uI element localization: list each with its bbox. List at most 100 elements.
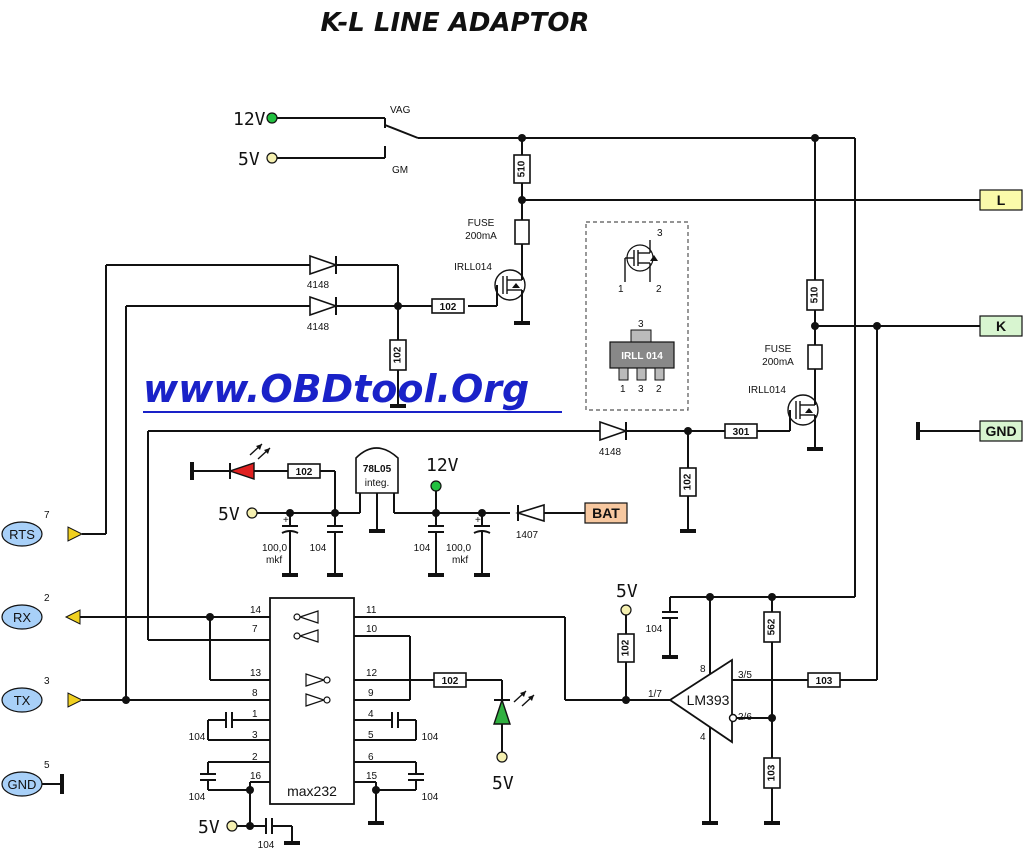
mosfet-k-label: IRLL014: [748, 385, 786, 396]
max-pin-7: 7: [252, 624, 258, 635]
supply-switch: 12V 5V VAG GM: [233, 105, 856, 597]
r103-feedback: 103: [816, 676, 833, 687]
max-pin-14: 14: [250, 605, 262, 616]
r102-led-green: 102: [442, 676, 459, 687]
lm393-label: LM393: [687, 692, 730, 708]
k-terminal: K: [979, 315, 1023, 337]
fuse-l-rating: 200mA: [465, 231, 497, 242]
pinout-box: 3 1 2 3 IRLL 014 1 3 2: [585, 221, 689, 411]
l-line-branch: 510 FUSE 200mA IRLL014: [454, 138, 980, 325]
mosfet-l-label: IRLL014: [454, 262, 492, 273]
max-pin-1: 1: [252, 709, 258, 720]
pinout-pkg-2: 2: [656, 384, 662, 395]
fuse-l: [514, 219, 530, 245]
k-terminal-label: K: [996, 318, 1006, 334]
port-rts-pin: 7: [44, 510, 50, 521]
junction-dots: [122, 134, 881, 830]
r102-pullup-comp: 102: [621, 639, 632, 656]
max-pin-8: 8: [252, 688, 258, 699]
pinout-sym-1: 1: [618, 284, 624, 295]
regulator-section: 102 78L05 integ. 5V + 100,0 mkf 104 12V: [190, 443, 628, 577]
website-banner: www.OBDtool.Org: [143, 367, 529, 411]
max-pin-5: 5: [368, 730, 374, 741]
v12-reg-label: 12V: [426, 455, 459, 476]
c104-max-1: 104: [189, 732, 206, 743]
fuse-k: [807, 344, 823, 370]
k-gate-drive: 4148 301 102: [147, 420, 758, 641]
lm-pin-4: 4: [700, 732, 706, 743]
pinout-sym-2: 2: [656, 284, 662, 295]
port-gnd: GND 5: [1, 760, 64, 797]
r102-led: 102: [296, 467, 313, 478]
l-terminal-label: L: [997, 192, 1006, 208]
c104-comp: 104: [646, 624, 663, 635]
v12-label: 12V: [233, 109, 266, 130]
max-pin-3: 3: [252, 730, 258, 741]
d4148-k-label: 4148: [599, 447, 622, 458]
c104-max-3: 104: [189, 792, 206, 803]
lm-pin-17: 1/7: [648, 689, 662, 700]
bat-terminal: [584, 502, 628, 524]
max-pin-6: 6: [368, 752, 374, 763]
regulator-sublabel: integ.: [365, 478, 389, 489]
page-title: K-L LINE ADAPTOR: [321, 8, 590, 38]
port-rts-label: RTS: [9, 527, 35, 542]
v5-node-reg: [246, 507, 258, 519]
max-pin-9: 9: [368, 688, 374, 699]
max-pin-10: 10: [366, 624, 378, 635]
fuse-l-label: FUSE: [468, 218, 495, 229]
port-tx: TX 3: [1, 306, 270, 713]
max232-wiring: 102 5V 104 104 104: [189, 616, 566, 851]
max-pin-13: 13: [250, 668, 262, 679]
max-pin-12: 12: [366, 668, 378, 679]
v5-node-max: [226, 820, 238, 832]
c104-max-vcc: 104: [258, 840, 275, 851]
port-tx-label: TX: [14, 693, 31, 708]
led-green: [493, 697, 511, 725]
rts-tx-diodes: 4148 4148 102 102: [106, 254, 465, 408]
c104-max-2: 104: [422, 732, 439, 743]
r301: 301: [733, 427, 750, 438]
k-line-branch: 510 FUSE 200mA IRLL014: [748, 138, 980, 451]
pinout-pkg-3b: 3: [638, 384, 644, 395]
c104-max-4: 104: [422, 792, 439, 803]
gnd-terminal: GND: [916, 420, 1023, 442]
r510-k: 510: [810, 286, 821, 303]
port-rx-label: RX: [13, 610, 31, 625]
port-rx-pin: 2: [44, 593, 50, 604]
port-rx: RX 2: [1, 593, 270, 630]
r562: 562: [767, 618, 778, 635]
d4148-tx-label: 4148: [307, 322, 330, 333]
c100-right-unit: mkf: [452, 555, 468, 566]
fuse-k-label: FUSE: [765, 344, 792, 355]
r103-divider: 103: [767, 764, 778, 781]
vag-label: VAG: [390, 105, 411, 116]
pinout-pkg-1: 1: [620, 384, 626, 395]
max232-chip: max232 14 7 13 8 1 3 2 16 11 10 12 9 4 5…: [250, 597, 378, 805]
v12-node-reg: [430, 480, 442, 492]
led-red: [227, 462, 255, 480]
diode-1407: [515, 503, 545, 523]
lm393-comparator: [668, 658, 733, 744]
r102-pulldown-l: 102: [393, 346, 404, 363]
fuse-k-rating: 200mA: [762, 357, 794, 368]
v5-max-label: 5V: [198, 817, 220, 838]
pinout-pkg-3: 3: [638, 319, 644, 330]
v5-led-label: 5V: [492, 773, 514, 794]
regulator-78l05: [355, 447, 399, 494]
max-pin-16: 16: [250, 771, 262, 782]
v5-reg-label: 5V: [218, 504, 240, 525]
c100-right-label: 100,0: [446, 543, 471, 554]
c104-reg-in: 104: [310, 543, 327, 554]
regulator-label: 78L05: [363, 464, 392, 475]
d4148-rts-label: 4148: [307, 280, 330, 291]
max-pin-4: 4: [368, 709, 374, 720]
r102-pulldown-k: 102: [683, 473, 694, 490]
gnd-terminal-label: GND: [985, 423, 1016, 439]
c100-left-unit: mkf: [266, 555, 282, 566]
bat-terminal-label: BAT: [592, 505, 620, 521]
d1407-label: 1407: [516, 530, 539, 541]
r102-gate-l: 102: [440, 302, 457, 313]
c104-reg-out: 104: [414, 543, 431, 554]
